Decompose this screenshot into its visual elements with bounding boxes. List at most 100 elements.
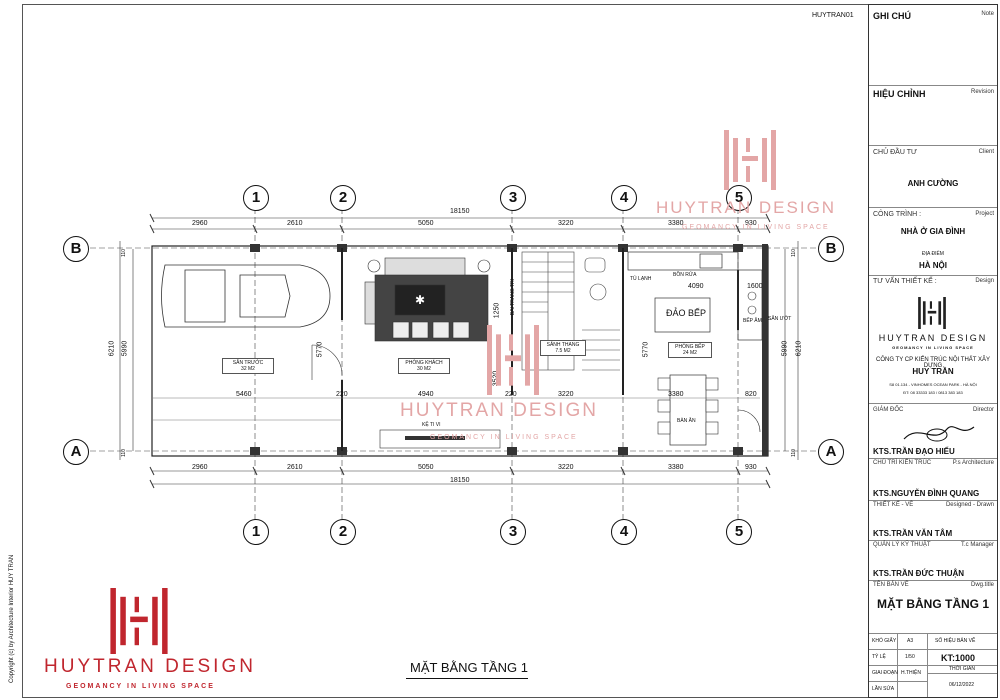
dim-inner-6: 3380 xyxy=(668,391,684,398)
tb-info-table: KHỔ GIẤY A3 SỐ HIỆU BẢN VẼ TỶ LỆ 1/50 KT… xyxy=(869,633,997,697)
grid-bubble-2-bottom: 2 xyxy=(330,519,356,545)
dim-bottom-1: 2960 xyxy=(192,464,208,471)
watermark-logo-top xyxy=(722,130,778,195)
tb-project-name: NHÀ Ở GIA ĐÌNH xyxy=(900,227,966,236)
dim-5770-kitchen: 5770 xyxy=(642,341,650,358)
tb-paper-val: A3 xyxy=(907,638,914,644)
dim-left-edge-bottom: 110 xyxy=(120,449,127,457)
label-bai-trang-tri: BAI TRANG TRI xyxy=(510,278,517,316)
tb-person-1: KTS.TRẦN ĐẠO HIẾU xyxy=(873,447,955,456)
grid-bubble-a-right: A xyxy=(818,439,844,465)
tb-design-label: TƯ VẤN THIẾT KẾ : xyxy=(873,278,937,285)
tb-logo xyxy=(917,297,947,334)
dim-left-outer: 6210 xyxy=(108,340,116,357)
watermark-tagline-center: GEOMANCY IN LIVING SPACE xyxy=(430,434,578,441)
grid-bubble-4-bottom: 4 xyxy=(611,519,637,545)
tb-date: 06/12/2022 xyxy=(949,682,975,688)
tb-role-3-en: T.c Manager xyxy=(960,542,994,548)
grid-bubble-b-left: B xyxy=(63,236,89,262)
label-built-in-stove: BẾP ÂM xyxy=(743,318,762,324)
dim-inner-3: 4940 xyxy=(418,391,434,398)
tb-notes-label: GHI CHÚ xyxy=(873,11,911,21)
grid-bubble-b-right: B xyxy=(818,236,844,262)
tb-client-name: ANH CƯỜNG xyxy=(907,179,959,188)
tb-scale-val: 1/50 xyxy=(905,654,915,660)
dim-inner-5: 3220 xyxy=(558,391,574,398)
grid-bubble-3-top: 3 xyxy=(500,185,526,211)
label-dining-table: BÀN ĂN xyxy=(677,418,696,424)
tb-scale-label: TỶ LỆ xyxy=(872,654,886,660)
tb-role-2: THIẾT KẾ - VẼ xyxy=(873,502,914,508)
dim-inner-2: 220 xyxy=(336,391,348,398)
tb-role-3: QUẢN LÝ KỸ THUẬT xyxy=(873,542,931,548)
tb-client-en: Client xyxy=(978,149,994,155)
tb-project-en: Project xyxy=(975,211,994,217)
tb-role-1-en: P.s Architecture xyxy=(952,460,994,466)
tb-rev-label: LẦN SỬA xyxy=(872,686,895,692)
tb-brand-tagline: GEOMANCY IN LIVING SPACE xyxy=(892,345,974,350)
label-kitchen-island: ĐẢO BẾP xyxy=(666,308,707,318)
drawing-title: MẶT BẰNG TẦNG 1 xyxy=(410,660,528,675)
dim-left-edge-top: 110 xyxy=(120,249,127,257)
director-signature xyxy=(903,426,975,442)
dim-right-edge-bottom: 110 xyxy=(790,449,797,457)
watermark-brand-top: HUYTRAN DESIGN xyxy=(656,198,837,217)
sofa-set xyxy=(364,257,491,342)
tb-dwg-no-label: SỐ HIỆU BẢN VẼ xyxy=(935,638,976,644)
tb-phase-val: H.THIỆN xyxy=(901,670,921,676)
dim-right-inner: 5990 xyxy=(781,340,789,357)
tb-paper-label: KHỔ GIẤY xyxy=(872,638,897,644)
watermark-brand-center: HUYTRAN DESIGN xyxy=(400,400,598,421)
dim-right-outer: 6210 xyxy=(795,340,803,357)
watermark-logo-center xyxy=(485,325,541,400)
tb-design-en: Design xyxy=(975,278,994,284)
tb-notes-en: Note xyxy=(981,11,994,17)
grid-bubble-3-bottom: 3 xyxy=(500,519,526,545)
company-tagline: GEOMANCY IN LIVING SPACE xyxy=(66,683,215,690)
sheet-code: HUYTRAN01 xyxy=(812,12,854,19)
floor-plan: ✱ xyxy=(90,208,818,520)
tb-time-label: THỜI GIAN xyxy=(949,666,975,672)
tb-revision-label: HIỆU CHỈNH xyxy=(873,89,926,99)
tb-project-label: CÔNG TRÌNH : xyxy=(873,211,922,218)
tb-person-2: KTS.NGUYỄN ĐÌNH QUANG xyxy=(873,489,980,498)
dim-1600: 1600 xyxy=(747,283,763,290)
company-brand: HUYTRAN DESIGN xyxy=(44,656,256,677)
dim-bottom-6: 930 xyxy=(745,464,757,471)
tb-revision-en: Revision xyxy=(970,89,994,95)
tb-role-4-en: Dwg.title xyxy=(970,582,994,588)
tb-person-3: KTS.TRẦN VĂN TÂM xyxy=(873,529,953,538)
dim-top-total: 18150 xyxy=(450,208,470,215)
tb-role-4: TÊN BẢN VẼ xyxy=(873,582,909,588)
grid-bubble-1-bottom: 1 xyxy=(243,519,269,545)
label-fridge: TỦ LẠNH xyxy=(630,276,652,282)
dim-bottom-3: 5050 xyxy=(418,464,434,471)
drawing-title-underline xyxy=(406,678,528,679)
dim-inner-1: 5460 xyxy=(236,391,252,398)
title-block: GHI CHÚ Note HIỆU CHỈNH Revision CHỦ ĐẦU… xyxy=(868,4,998,698)
dim-top-1: 2960 xyxy=(192,220,208,227)
label-wet-yard: SÂN ƯỚT xyxy=(768,316,792,322)
dim-top-6: 930 xyxy=(745,220,757,227)
dim-bottom-4: 3220 xyxy=(558,464,574,471)
grid-bubble-5-top: 5 xyxy=(726,185,752,211)
dim-top-4: 3220 xyxy=(558,220,574,227)
watermark-tagline-top: GEOMANCY IN LIVING SPACE xyxy=(682,224,830,231)
tb-company: CÔNG TY CP KIẾN TRÚC NỘI THẤT XÂY DỰNG xyxy=(875,357,991,369)
tb-address: S8 01.134 - VINHOMES OCEAN PARK - HÀ NỘI xyxy=(889,382,977,387)
dim-bottom-5: 3380 xyxy=(668,464,684,471)
tb-role-1: CHỦ TRÌ KIẾN TRÚC xyxy=(873,460,932,466)
dim-top-3: 5050 xyxy=(418,220,434,227)
tb-brand: HUYTRAN DESIGN xyxy=(878,333,988,343)
car-outline xyxy=(161,264,331,328)
label-tv-shelf: KỆ TI VI xyxy=(422,422,441,428)
tb-kt-code: KT:1000 xyxy=(941,653,976,663)
grid-bubble-a-left: A xyxy=(63,439,89,465)
dim-top-5: 3380 xyxy=(668,220,684,227)
tb-director-en: Director xyxy=(972,407,994,413)
